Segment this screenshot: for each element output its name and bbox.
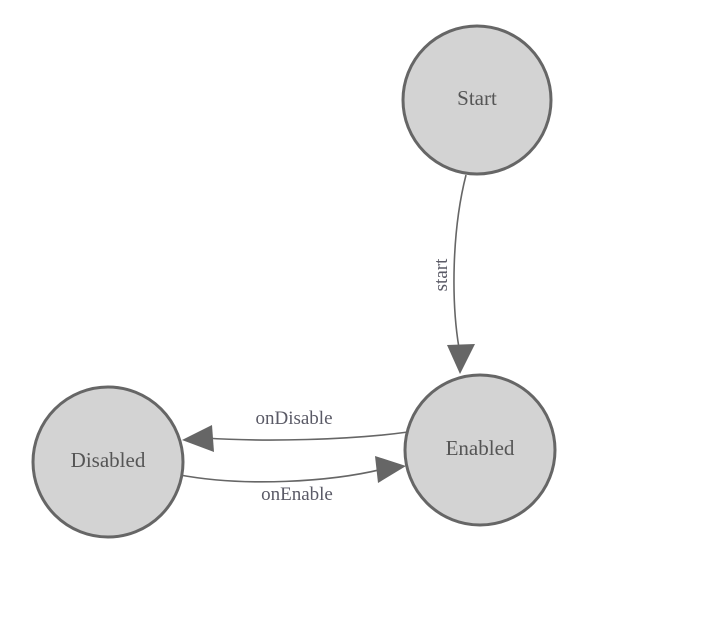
node-start-label: Start: [457, 86, 497, 110]
edge-disabled-to-enabled-path: [179, 468, 384, 483]
node-disabled[interactable]: Disabled: [31, 385, 185, 539]
edge-start-to-enabled[interactable]: start: [431, 174, 475, 374]
node-enabled[interactable]: Enabled: [403, 373, 557, 527]
edge-enabled-to-disabled-arrowhead: [182, 425, 214, 452]
edge-enabled-to-disabled[interactable]: onDisable: [182, 408, 409, 452]
edge-start-to-enabled-path: [453, 174, 467, 349]
edge-start-to-enabled-arrowhead: [447, 344, 475, 374]
edge-disabled-to-enabled[interactable]: onEnable: [179, 456, 406, 505]
node-enabled-label: Enabled: [446, 436, 515, 460]
node-start[interactable]: Start: [401, 24, 553, 176]
edge-disabled-to-enabled-arrowhead: [375, 456, 406, 483]
edge-enabled-to-disabled-path: [204, 431, 409, 441]
edge-start-to-enabled-label: start: [431, 258, 452, 291]
node-disabled-label: Disabled: [71, 448, 146, 472]
node-start-circle: [401, 24, 553, 176]
edge-disabled-to-enabled-label: onEnable: [261, 484, 333, 505]
edge-enabled-to-disabled-label: onDisable: [255, 408, 332, 429]
node-disabled-circle: [31, 385, 185, 539]
node-enabled-circle: [403, 373, 557, 527]
